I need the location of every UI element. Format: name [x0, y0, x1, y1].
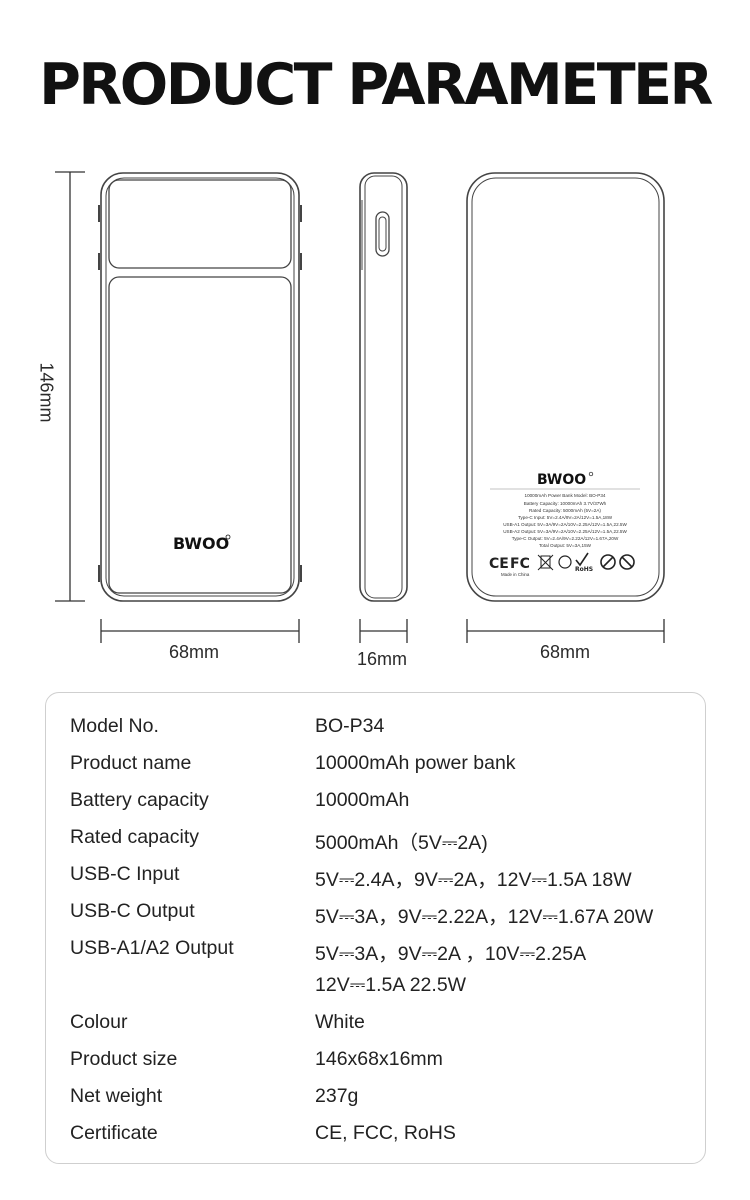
spec-value: 5000mAh（5V⎓2A): [315, 832, 488, 854]
recycle-icon: [558, 555, 572, 569]
certification-icons: CE FC RoHS: [489, 552, 635, 573]
spec-value: 10000mAh: [315, 789, 410, 811]
spec-label: USB-C Output: [70, 900, 195, 922]
spec-value: White: [315, 1011, 365, 1033]
spec-row: USB-C Input 5V⎓2.4A，9V⎓2A，12V⎓1.5A 18W: [46, 863, 705, 900]
spec-value: 5V⎓2.4A，9V⎓2A，12V⎓1.5A 18W: [315, 869, 632, 891]
svg-text:USB-A2 Output: 5V=3A/9V=2A/10V: USB-A2 Output: 5V=3A/9V=2A/10V=2.25A/12V…: [503, 529, 627, 534]
back-brand-logo: BWOO: [537, 472, 586, 488]
weee-bin-icon: [537, 554, 554, 571]
spec-value: BO-P34: [315, 715, 385, 737]
spec-label: USB-C Input: [70, 863, 180, 885]
spec-value: 146x68x16mm: [315, 1048, 443, 1070]
svg-text:Type-C Input: 5V=2.4A/9V=2A/12: Type-C Input: 5V=2.4A/9V=2A/12V=1.5A,18W: [518, 515, 613, 520]
width-dimension-lines: [100, 619, 665, 643]
made-in-label: Made in China: [501, 572, 530, 577]
spec-label: Model No.: [70, 715, 159, 737]
spec-label: Certificate: [70, 1122, 158, 1144]
height-dimension-label: 146mm: [36, 362, 57, 423]
spec-value: 5V⎓3A，9V⎓2A ，10V⎓2.25A: [315, 943, 587, 965]
spec-row: Rated capacity 5000mAh（5V⎓2A): [46, 826, 705, 863]
svg-text:Total Output: 5V=3A,15W: Total Output: 5V=3A,15W: [539, 543, 592, 548]
circle-slash-icon: [600, 554, 616, 570]
spec-label: Product size: [70, 1048, 178, 1070]
spec-row: USB-C Output 5V⎓3A，9V⎓2.22A，12V⎓1.67A 20…: [46, 900, 705, 937]
rohs-check-icon: [575, 552, 589, 567]
spec-row: Battery capacity 10000mAh: [46, 789, 705, 826]
rohs-mark: RoHS: [575, 566, 593, 573]
thickness-label: 16mm: [357, 649, 408, 669]
product-diagram: BWOO BWOO 10000mAh Power Bank Model: BO-…: [55, 171, 665, 643]
no-fire-icon: [619, 554, 635, 570]
fcc-mark: FC: [510, 556, 530, 572]
spec-value: CE, FCC, RoHS: [315, 1122, 456, 1144]
height-dimension-line: [55, 171, 85, 602]
spec-label: Net weight: [70, 1085, 163, 1107]
spec-row: Net weight 237g: [46, 1085, 705, 1122]
spec-row: Model No. BO-P34: [46, 715, 705, 752]
spec-label: Rated capacity: [70, 826, 199, 848]
page-title: PRODUCT PARAMETER: [39, 52, 713, 118]
spec-label: Colour: [70, 1011, 128, 1033]
svg-text:10000mAh Power Bank Model: B: 10000mAh Power Bank Model: BO-P34: [525, 493, 606, 498]
svg-text:USB-A1 Output: 5V=3A/9V=2A/10V: USB-A1 Output: 5V=3A/9V=2A/10V=2.25A/12V…: [503, 522, 627, 527]
spec-row: Product name 10000mAh power bank: [46, 752, 705, 789]
back-width-label: 68mm: [540, 642, 591, 662]
svg-text:Type-C Output: 5V=2.4A/9V=2.22: Type-C Output: 5V=2.4A/9V=2.22A/12V=1.67…: [512, 536, 619, 541]
spec-label: USB-A1/A2 Output: [70, 937, 234, 959]
front-width-label: 68mm: [169, 642, 220, 662]
spec-row: Product size 146x68x16mm: [46, 1048, 705, 1085]
back-view: [466, 172, 665, 602]
svg-text:Rated Capacity: 5000mAh (5V=2A: Rated Capacity: 5000mAh (5V=2A): [529, 508, 601, 513]
side-view: [359, 172, 408, 602]
spec-row: Colour White: [46, 1011, 705, 1048]
spec-label: Product name: [70, 752, 192, 774]
svg-text:Battery Capacity: 10000mAh 3.7: Battery Capacity: 10000mAh 3.7V/37Wh: [524, 501, 607, 506]
spec-row: Certificate CE, FCC, RoHS: [46, 1122, 705, 1159]
spec-value: 10000mAh power bank: [315, 752, 516, 774]
front-view: [98, 172, 302, 602]
spec-value: 12V⎓1.5A 22.5W: [315, 974, 467, 996]
spec-row: USB-A1/A2 Output 5V⎓3A，9V⎓2A ，10V⎓2.25A: [46, 937, 705, 974]
spec-value: 237g: [315, 1085, 359, 1107]
spec-value: 5V⎓3A，9V⎓2.22A，12V⎓1.67A 20W: [315, 906, 654, 928]
spec-row: 12V⎓1.5A 22.5W: [46, 974, 705, 1011]
ce-mark: CE: [489, 556, 509, 572]
spec-table: Model No. BO-P34 Product name 10000mAh p…: [45, 692, 706, 1164]
rating-label-text: 10000mAh Power Bank Model: BO-P34 Batter…: [503, 493, 627, 548]
front-brand-logo: BWOO: [173, 534, 229, 553]
spec-label: Battery capacity: [70, 789, 209, 811]
